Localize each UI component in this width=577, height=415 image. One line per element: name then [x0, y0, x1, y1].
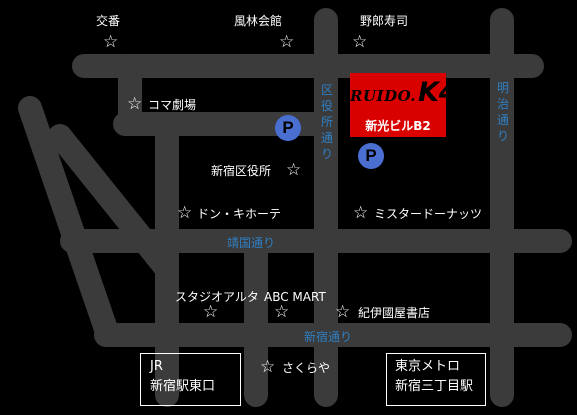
donki-label: ドン・キホーテ: [197, 207, 282, 221]
kinokuniya-star-icon: ☆: [335, 302, 351, 322]
meiji-street-label: 明治通り: [496, 81, 509, 143]
shinjuku-street-label: 新宿通り: [304, 330, 353, 344]
yasukuni-street-label: 靖国通り: [227, 236, 276, 250]
koma-label: コマ劇場: [148, 98, 197, 112]
parking-icon: P: [275, 115, 301, 141]
jr-station-box: JR 新宿駅東口: [140, 353, 241, 406]
abc-star-icon: ☆: [274, 302, 290, 322]
diagonal-road-inner: [48, 124, 178, 280]
misdo-star-icon: ☆: [353, 203, 369, 223]
metro-station-box: 東京メトロ 新宿三丁目駅: [386, 353, 486, 406]
alta-star-icon: ☆: [203, 302, 219, 322]
kuyakusho-star-icon: ☆: [286, 160, 302, 180]
donki-star-icon: ☆: [177, 203, 193, 223]
alta-label: スタジオアルタ: [175, 290, 259, 304]
venue-logo-part2: K4: [417, 77, 458, 108]
koban-label: 交番: [96, 14, 121, 28]
venue-floor: 新光ビルB2: [365, 119, 431, 133]
kuyakusho-street-label: 区役所通り: [320, 83, 333, 161]
sakuraya-label: さくらや: [282, 361, 331, 375]
furinkaikan-star-icon: ☆: [279, 32, 295, 52]
venue-block: RUIDO.K4 新光ビルB2: [350, 73, 458, 137]
koma-star-icon: ☆: [127, 94, 143, 114]
nojiro-star-icon: ☆: [352, 32, 368, 52]
metro-station-line1: 東京メトロ: [395, 359, 461, 374]
misdo-label: ミスタードーナッツ: [374, 207, 483, 221]
kuyakusho-label: 新宿区役所: [211, 164, 272, 178]
jr-station-line2: 新宿駅東口: [150, 379, 216, 394]
koban-star-icon: ☆: [103, 32, 119, 52]
venue-logo: RUIDO.K4: [350, 77, 458, 108]
parking-icon: P: [358, 143, 384, 169]
diagonal-road-west: [18, 96, 120, 347]
kinokuniya-label: 紀伊國屋書店: [358, 306, 431, 320]
metro-station-line2: 新宿三丁目駅: [395, 379, 474, 394]
sakuraya-star-icon: ☆: [260, 357, 276, 377]
jr-station-line1: JR: [150, 359, 163, 374]
nojiro-label: 野郎寿司: [360, 14, 409, 28]
abc-label: ABC MART: [264, 290, 326, 304]
furinkaikan-label: 風林会館: [234, 14, 283, 28]
venue-logo-part1: RUIDO.: [350, 87, 416, 105]
